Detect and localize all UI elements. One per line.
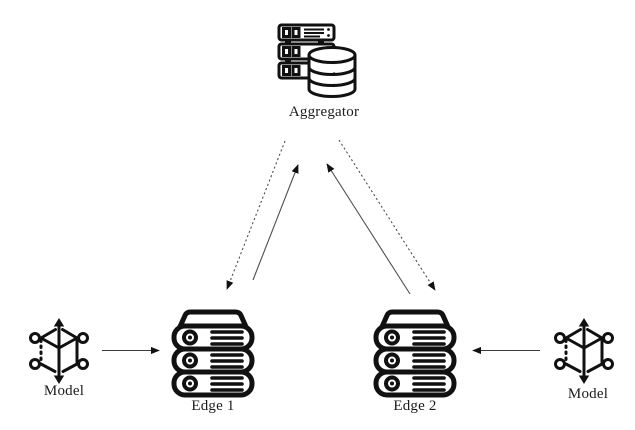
server-stack-icon — [373, 309, 457, 398]
server-rack-database-icon — [277, 23, 357, 98]
aggregator-label: Aggregator — [288, 104, 360, 120]
edge2-label: Edge 2 — [393, 398, 437, 414]
edge1-label: Edge 1 — [191, 398, 235, 414]
node-aggregator — [270, 14, 365, 102]
arrow-edge2-to-aggregator-solid — [326, 163, 411, 295]
arrow-aggregator-to-edge1-dashed — [226, 140, 286, 290]
model-cube-icon — [554, 318, 614, 384]
node-model-left — [26, 316, 96, 386]
model-cube-icon — [29, 318, 89, 384]
node-edge1 — [167, 304, 259, 398]
model-right-label: Model — [567, 386, 609, 402]
arrow-aggregator-to-edge2-dashed — [338, 139, 436, 291]
node-model-right — [551, 316, 621, 386]
arrow-edge1-to-aggregator-solid — [252, 164, 299, 281]
model-left-label: Model — [43, 383, 85, 399]
server-stack-icon — [171, 309, 255, 398]
node-edge2 — [369, 304, 461, 398]
